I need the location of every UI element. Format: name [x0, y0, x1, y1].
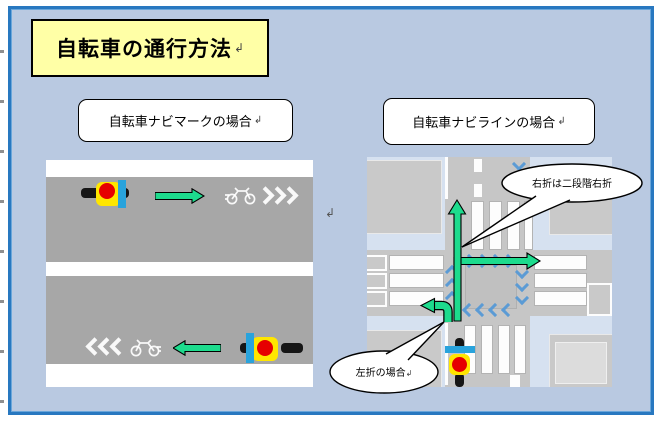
lane-dash: [510, 375, 520, 387]
navi-mark-bicycle-pictogram-icon: [225, 187, 256, 205]
left-section-label: 自転車ナビマークの場合 ↲: [78, 99, 293, 142]
page-edge-tick: [0, 400, 4, 403]
page-edge-tick: [0, 150, 4, 153]
bicycle-red-marker: [452, 357, 467, 372]
paragraph-mark: ↲: [233, 41, 245, 55]
bicycle-wheel: [455, 338, 464, 350]
bicycle-red-marker: [99, 183, 115, 199]
lane-edge-line: [445, 157, 448, 199]
car-icon: [367, 291, 387, 307]
crosswalk-stripe: [481, 325, 493, 374]
car-icon: [367, 255, 387, 271]
route-arrows: [419, 198, 542, 322]
bicycle-wheel: [455, 373, 464, 387]
right-section-label-text: 自転車ナビラインの場合: [412, 115, 556, 130]
right-turn-arrow-icon: [453, 252, 542, 270]
handlebar-icon: [445, 346, 475, 353]
page-edge-tick: [0, 200, 4, 203]
left-turn-callout-bubble: 左折の場合↲: [329, 321, 445, 394]
right-section-label: 自転車ナビラインの場合 ↲: [383, 98, 595, 145]
building-block: [555, 342, 607, 384]
green-arrow-west-icon: [173, 340, 221, 356]
page-title: 自転車の通行方法: [55, 38, 232, 61]
road-marking: [534, 273, 587, 288]
lane-dash: [474, 184, 482, 197]
building-block: [367, 160, 442, 234]
paragraph-mark: ↲: [253, 115, 263, 126]
paragraph-mark: ↲: [325, 206, 336, 220]
right-turn-callout-text: 右折は二段階右折: [532, 177, 612, 190]
straight-arrow-icon: [447, 198, 467, 322]
left-turn-callout-text: 左折の場合↲: [356, 366, 413, 379]
left-section-label-text: 自転車ナビマークの場合: [108, 114, 252, 129]
car-icon: [367, 273, 387, 289]
lane-dash: [474, 159, 482, 172]
title-box: 自転車の通行方法 ↲: [31, 19, 269, 77]
handlebar-icon: [246, 333, 254, 363]
left-turn-arrow-icon: [419, 297, 453, 322]
navi-mark-bicycle-pictogram-icon: [130, 339, 161, 357]
navi-mark-road-image: [46, 160, 313, 387]
paragraph-mark: ↲: [557, 116, 566, 127]
lane-edge-line: [445, 323, 448, 385]
page-edge-tick: [0, 300, 4, 303]
page-edge-tick: [0, 50, 4, 53]
green-arrow-east-icon: [155, 188, 205, 204]
road-marking: [389, 255, 444, 270]
page-edge-tick: [0, 100, 4, 103]
crosswalk-stripe: [498, 325, 510, 374]
handlebar-icon: [118, 180, 126, 208]
right-turn-callout-bubble: 右折は二段階右折: [461, 163, 643, 248]
bicycle-wheel: [81, 188, 103, 198]
bicycle-red-marker: [257, 340, 273, 356]
bicycle-wheel: [281, 343, 303, 353]
road-marking: [389, 273, 444, 288]
crosswalk-stripe: [514, 325, 526, 374]
road-marking: [534, 291, 587, 306]
page-edge-tick: [0, 250, 4, 253]
intersection-center: [465, 265, 517, 309]
page-edge-tick: [0, 350, 4, 353]
car-icon: [587, 283, 612, 316]
